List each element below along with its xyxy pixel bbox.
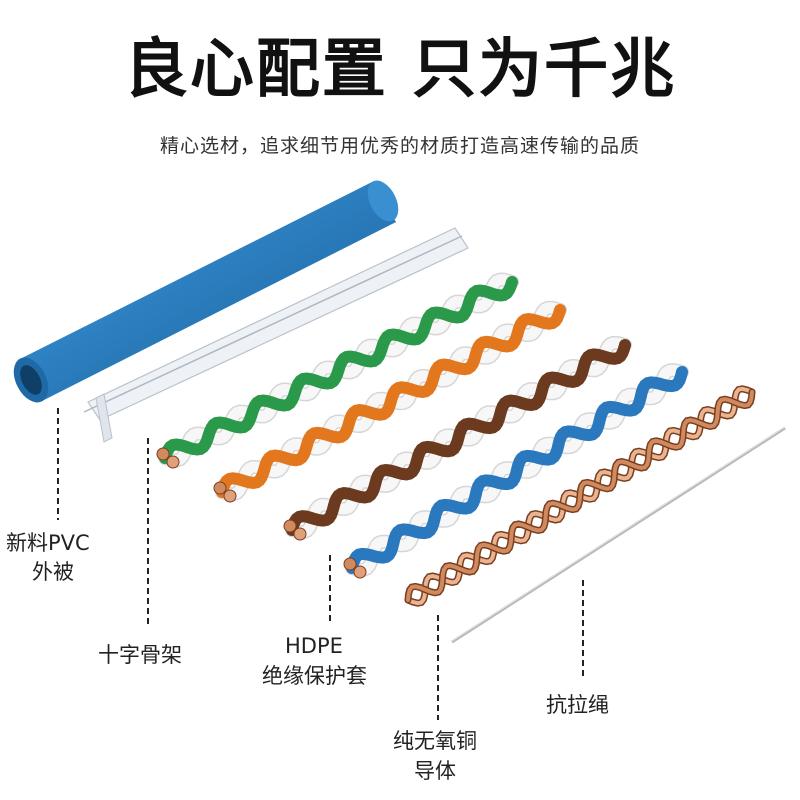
wire-end (283, 519, 297, 533)
wire-end (156, 447, 170, 461)
label-rope: 抗拉绳 (546, 693, 609, 717)
orange-pair (213, 300, 567, 503)
wire-end (166, 455, 180, 469)
wire-end (343, 557, 357, 571)
page-title: 良心配置 只为千兆 (123, 33, 677, 107)
label-pvc-line2: 外被 (32, 560, 74, 584)
copper-conductor-pair (404, 385, 756, 607)
label-hdpe-line1: HDPE (285, 634, 343, 658)
label-cross: 十字骨架 (98, 643, 182, 667)
wire-end (353, 565, 367, 579)
pvc-jacket-tube (13, 180, 399, 403)
cross-separator (83, 227, 469, 443)
label-copper-line1: 纯无氧铜 (393, 729, 477, 753)
label-pvc-line1: 新料PVC (6, 531, 90, 555)
brown-pair (283, 335, 632, 541)
wire-end (293, 527, 307, 541)
label-hdpe-line2: 绝缘保护套 (262, 664, 367, 688)
tensile-rope (451, 426, 786, 644)
wire-end (213, 481, 227, 495)
page-subtitle: 精心选材，追求细节用优秀的材质打造高速传输的品质 (159, 135, 640, 157)
green-pair (156, 272, 519, 469)
wire-end (223, 489, 237, 503)
blue-pair (343, 363, 689, 579)
label-copper-line2: 导体 (414, 759, 456, 783)
twisted-pairs-group (156, 272, 689, 579)
leader-lines (57, 408, 584, 720)
